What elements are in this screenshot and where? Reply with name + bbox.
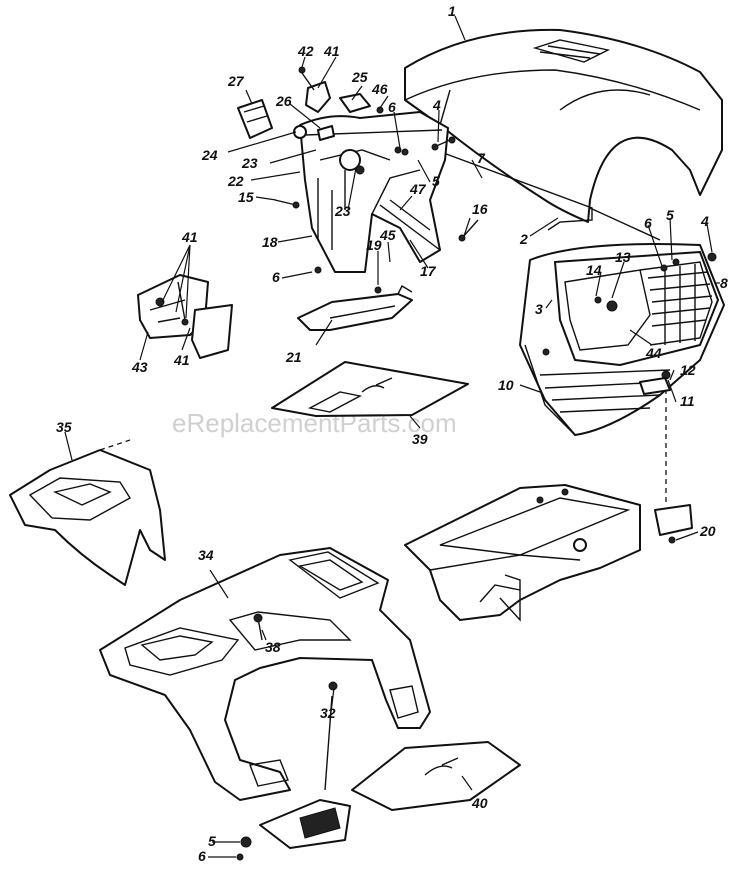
callout-label: 11 xyxy=(680,393,695,409)
callout-label: 26 xyxy=(275,93,292,109)
left-bracket-assembly-part xyxy=(137,274,233,359)
callout-label: 12 xyxy=(680,362,696,378)
dash-panel-part xyxy=(299,111,449,273)
callout-label: 1 xyxy=(448,3,456,19)
leader-lines xyxy=(64,15,720,858)
frame-part xyxy=(404,484,641,622)
support-plate-part xyxy=(297,285,413,331)
rear-fender-part xyxy=(99,547,431,801)
floor-mat-front-part xyxy=(271,361,469,417)
callout-label: 18 xyxy=(262,234,278,250)
callout-label: 19 xyxy=(366,237,382,253)
callout-label: 27 xyxy=(227,73,245,89)
callout-label: 17 xyxy=(420,263,437,279)
callout-label: 34 xyxy=(198,547,214,563)
callout-label: 23 xyxy=(334,203,351,219)
grille-bolt-parts xyxy=(639,370,671,395)
top-bracket-parts xyxy=(298,66,456,149)
callout-label: 6 xyxy=(198,848,206,864)
callout-label: 41 xyxy=(173,352,190,368)
callout-label: 44 xyxy=(645,345,662,361)
callout-label: 39 xyxy=(412,431,428,447)
callout-label: 41 xyxy=(181,229,198,245)
hood-rod-part xyxy=(429,147,661,241)
fender-bolt-part xyxy=(253,613,263,641)
callout-label: 4 xyxy=(432,97,441,113)
callout-label: 14 xyxy=(586,262,602,278)
callout-label: 22 xyxy=(227,173,244,189)
grille-top-bolt-parts xyxy=(401,143,717,356)
callout-label: 38 xyxy=(265,639,281,655)
callout-labels: 1 2 3 4 4 5 5 5 6 6 6 6 7 8 10 11 12 13 … xyxy=(56,3,728,864)
callout-label: 6 xyxy=(272,269,280,285)
callout-label: 24 xyxy=(201,147,218,163)
grille-housing-part xyxy=(519,243,725,436)
callout-label: 8 xyxy=(720,275,728,291)
callout-label: 13 xyxy=(615,249,631,265)
callout-label: 41 xyxy=(323,43,340,59)
bottom-washer-parts xyxy=(236,836,252,861)
callout-label: 42 xyxy=(297,43,314,59)
step-plate-part xyxy=(259,681,351,849)
callout-label: 6 xyxy=(388,99,396,115)
callout-label: 32 xyxy=(320,705,336,721)
callout-label: 3 xyxy=(535,301,543,317)
callout-label: 16 xyxy=(472,201,488,217)
callout-label: 5 xyxy=(208,833,216,849)
callout-label: 40 xyxy=(471,795,488,811)
rear-fender-rear-part xyxy=(9,439,166,586)
floor-mat-rear-part xyxy=(351,741,521,811)
pivot-bracket-part xyxy=(654,380,693,544)
callout-label: 46 xyxy=(371,81,388,97)
callout-label: 43 xyxy=(131,359,148,375)
callout-label: 6 xyxy=(644,215,652,231)
callout-label: 5 xyxy=(432,173,440,189)
callout-label: 25 xyxy=(351,69,368,85)
callout-label: 15 xyxy=(238,189,254,205)
callout-label: 45 xyxy=(379,227,396,243)
bolt-parts xyxy=(274,199,479,294)
callout-label: 23 xyxy=(241,155,258,171)
hood-part xyxy=(404,28,723,223)
callout-label: 35 xyxy=(56,419,72,435)
callout-label: 47 xyxy=(409,181,427,197)
callout-label: 10 xyxy=(498,377,514,393)
callout-label: 5 xyxy=(666,207,674,223)
callout-label: 21 xyxy=(285,349,302,365)
light-lens-part xyxy=(237,99,335,141)
callout-label: 7 xyxy=(477,150,486,166)
callout-label: 2 xyxy=(519,231,528,247)
callout-label: 4 xyxy=(700,213,709,229)
callout-label: 20 xyxy=(699,523,716,539)
